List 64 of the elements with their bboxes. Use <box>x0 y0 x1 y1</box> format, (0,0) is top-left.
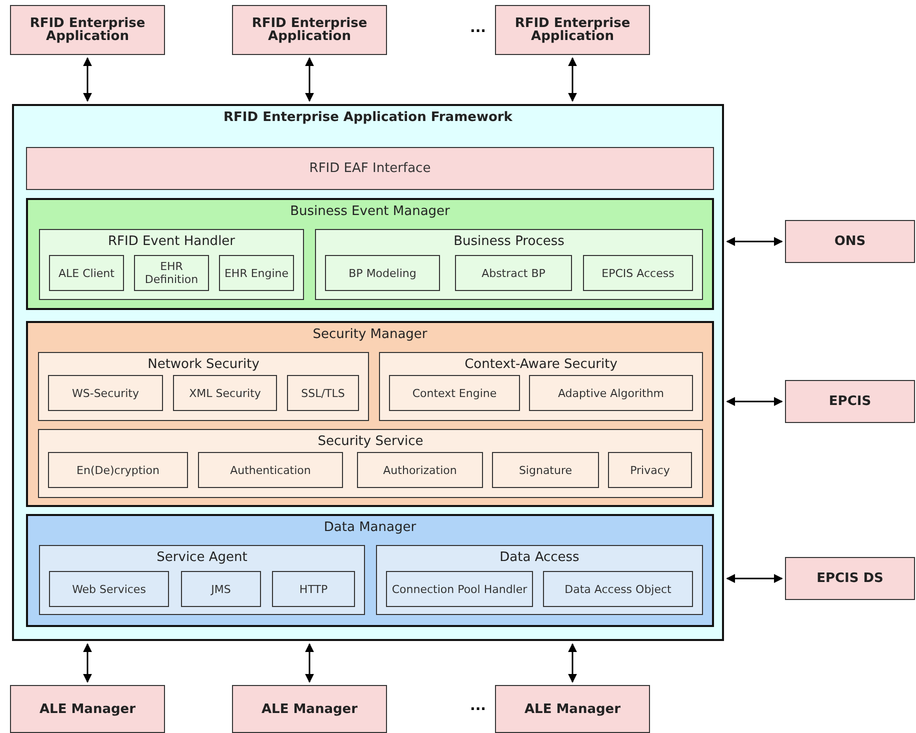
system-box: RFID Enterprise Application <box>232 5 387 55</box>
double-arrow <box>305 643 314 683</box>
layer-panel <box>39 545 365 615</box>
panel-title: Business Process <box>452 234 566 249</box>
panel-title: RFID Enterprise Application Framework <box>222 110 514 125</box>
module-box: Privacy <box>608 452 692 488</box>
system-box: RFID Enterprise Application <box>495 5 650 55</box>
module-box: XML Security <box>173 375 277 411</box>
panel-title: Data Access <box>498 550 580 565</box>
double-arrow <box>83 643 92 683</box>
panel-title: Security Service <box>316 434 424 449</box>
system-box: ONS <box>785 220 915 263</box>
double-arrow <box>726 574 783 583</box>
system-box: RFID Enterprise Application <box>10 5 165 55</box>
panel-title: RFID Event Handler <box>106 234 236 249</box>
module-box: Connection Pool Handler <box>386 571 533 607</box>
module-box: EPCIS Access <box>583 255 693 291</box>
module-box: EHR Definition <box>134 255 209 291</box>
module-box: RFID EAF Interface <box>26 147 714 190</box>
module-box: JMS <box>181 571 261 607</box>
double-arrow <box>305 57 314 102</box>
system-box: EPCIS DS <box>785 557 915 600</box>
panel-title: Service Agent <box>156 550 248 565</box>
ellipsis-text: ... <box>470 698 486 714</box>
module-box: EHR Engine <box>219 255 294 291</box>
module-box: BP Modeling <box>325 255 440 291</box>
system-box: ALE Manager <box>10 685 165 733</box>
module-box: Web Services <box>49 571 169 607</box>
layer-panel <box>38 352 369 421</box>
panel-title: Context-Aware Security <box>464 357 618 372</box>
double-arrow <box>83 57 92 102</box>
panel-title: Business Event Manager <box>289 204 451 219</box>
layer-panel <box>26 321 714 507</box>
system-box: ALE Manager <box>232 685 387 733</box>
module-box: SSL/TLS <box>287 375 359 411</box>
module-box: Adaptive Algorithm <box>529 375 693 411</box>
double-arrow <box>568 643 577 683</box>
layer-panel <box>376 545 703 615</box>
ellipsis-text: ... <box>470 20 486 36</box>
double-arrow <box>726 237 783 246</box>
panel-title: Security Manager <box>312 327 428 342</box>
module-box: Context Engine <box>389 375 520 411</box>
layer-panel <box>26 198 714 310</box>
module-box: Data Access Object <box>543 571 693 607</box>
layer-panel <box>26 514 714 627</box>
layer-panel <box>38 429 703 498</box>
panel-title: Data Manager <box>322 520 418 535</box>
system-box: EPCIS <box>785 380 915 423</box>
module-box: ALE Client <box>49 255 124 291</box>
module-box: Authentication <box>198 452 343 488</box>
module-box: WS-Security <box>48 375 163 411</box>
double-arrow <box>568 57 577 102</box>
panel-title: Network Security <box>146 357 260 372</box>
system-box: ALE Manager <box>495 685 650 733</box>
framework-panel <box>12 104 724 641</box>
module-box: Signature <box>492 452 599 488</box>
module-box: Authorization <box>357 452 483 488</box>
double-arrow <box>726 397 783 406</box>
module-box: Abstract BP <box>455 255 572 291</box>
module-box: En(De)cryption <box>48 452 188 488</box>
layer-panel <box>39 229 304 300</box>
layer-panel <box>379 352 703 421</box>
module-box: HTTP <box>272 571 355 607</box>
layer-panel <box>315 229 703 300</box>
